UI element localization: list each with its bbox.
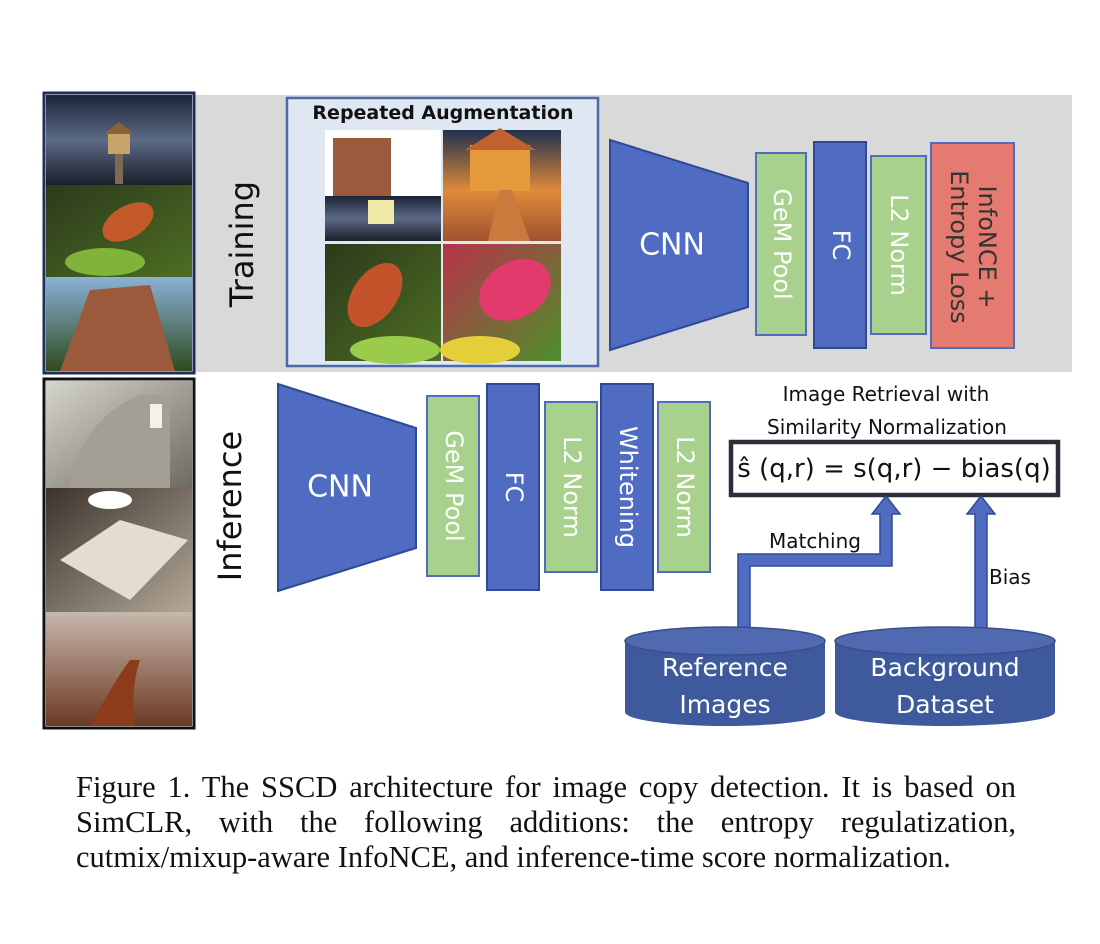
retrieval-title-line1: Image Retrieval with	[783, 382, 990, 406]
inference-l2-norm-block	[544, 401, 598, 573]
background-dataset-label-line2: Dataset	[896, 690, 994, 719]
inference-fc-label: FC	[500, 472, 528, 503]
background-dataset-database	[834, 626, 1056, 726]
training-l2-norm-block	[870, 155, 927, 335]
inference-cnn-block	[277, 382, 417, 593]
score-normalization-formula: ŝ (q,r) = s(q,r) − bias(q)	[737, 454, 1050, 484]
training-sample-images	[42, 91, 196, 375]
repeated-augmentation-panel: Repeated Augmentation	[285, 96, 600, 368]
inference-fc-block	[486, 383, 540, 591]
training-cnn-block	[609, 138, 749, 352]
inference-whitening-label: Whitening	[614, 426, 642, 548]
bias-label: Bias	[989, 565, 1031, 589]
inference-whitening-block	[600, 383, 654, 591]
inference-l2-norm-label: L2 Norm	[558, 436, 586, 538]
formula-box	[728, 439, 1061, 498]
background-dataset-label-line1: Background	[870, 653, 1019, 682]
training-loss-block	[930, 142, 1015, 349]
inference-gem-pool-block	[426, 395, 480, 577]
training-loss-label-line1: InfoNCE +	[973, 185, 1001, 308]
matching-label: Matching	[769, 529, 861, 553]
training-cnn-label: CNN	[639, 228, 705, 263]
inference-l2-norm-2-block	[657, 401, 711, 573]
inference-sample-images	[42, 377, 196, 730]
inference-row-label: Inference	[211, 431, 249, 581]
bias-arrow	[965, 494, 997, 633]
training-gem-pool-label: GeM Pool	[768, 188, 796, 299]
training-fc-label: FC	[827, 230, 855, 261]
training-gem-pool-block	[755, 152, 807, 336]
training-l2-norm-label: L2 Norm	[885, 194, 913, 296]
training-row-label: Training	[223, 181, 261, 308]
inference-l2-norm-2-label: L2 Norm	[671, 436, 699, 538]
augmentation-title: Repeated Augmentation	[312, 102, 573, 124]
reference-images-label-line2: Images	[679, 690, 770, 719]
reference-images-database	[624, 626, 826, 726]
matching-arrow	[737, 494, 902, 636]
training-fc-block	[813, 141, 867, 349]
figure-caption: Figure 1. The SSCD architecture for imag…	[76, 770, 1016, 874]
training-loss-label-line2: Entropy Loss	[945, 170, 973, 324]
retrieval-title-line2: Similarity Normalization	[767, 415, 1007, 439]
inference-gem-pool-label: GeM Pool	[440, 430, 468, 541]
inference-cnn-label: CNN	[307, 470, 373, 505]
reference-images-label-line1: Reference	[662, 653, 788, 682]
